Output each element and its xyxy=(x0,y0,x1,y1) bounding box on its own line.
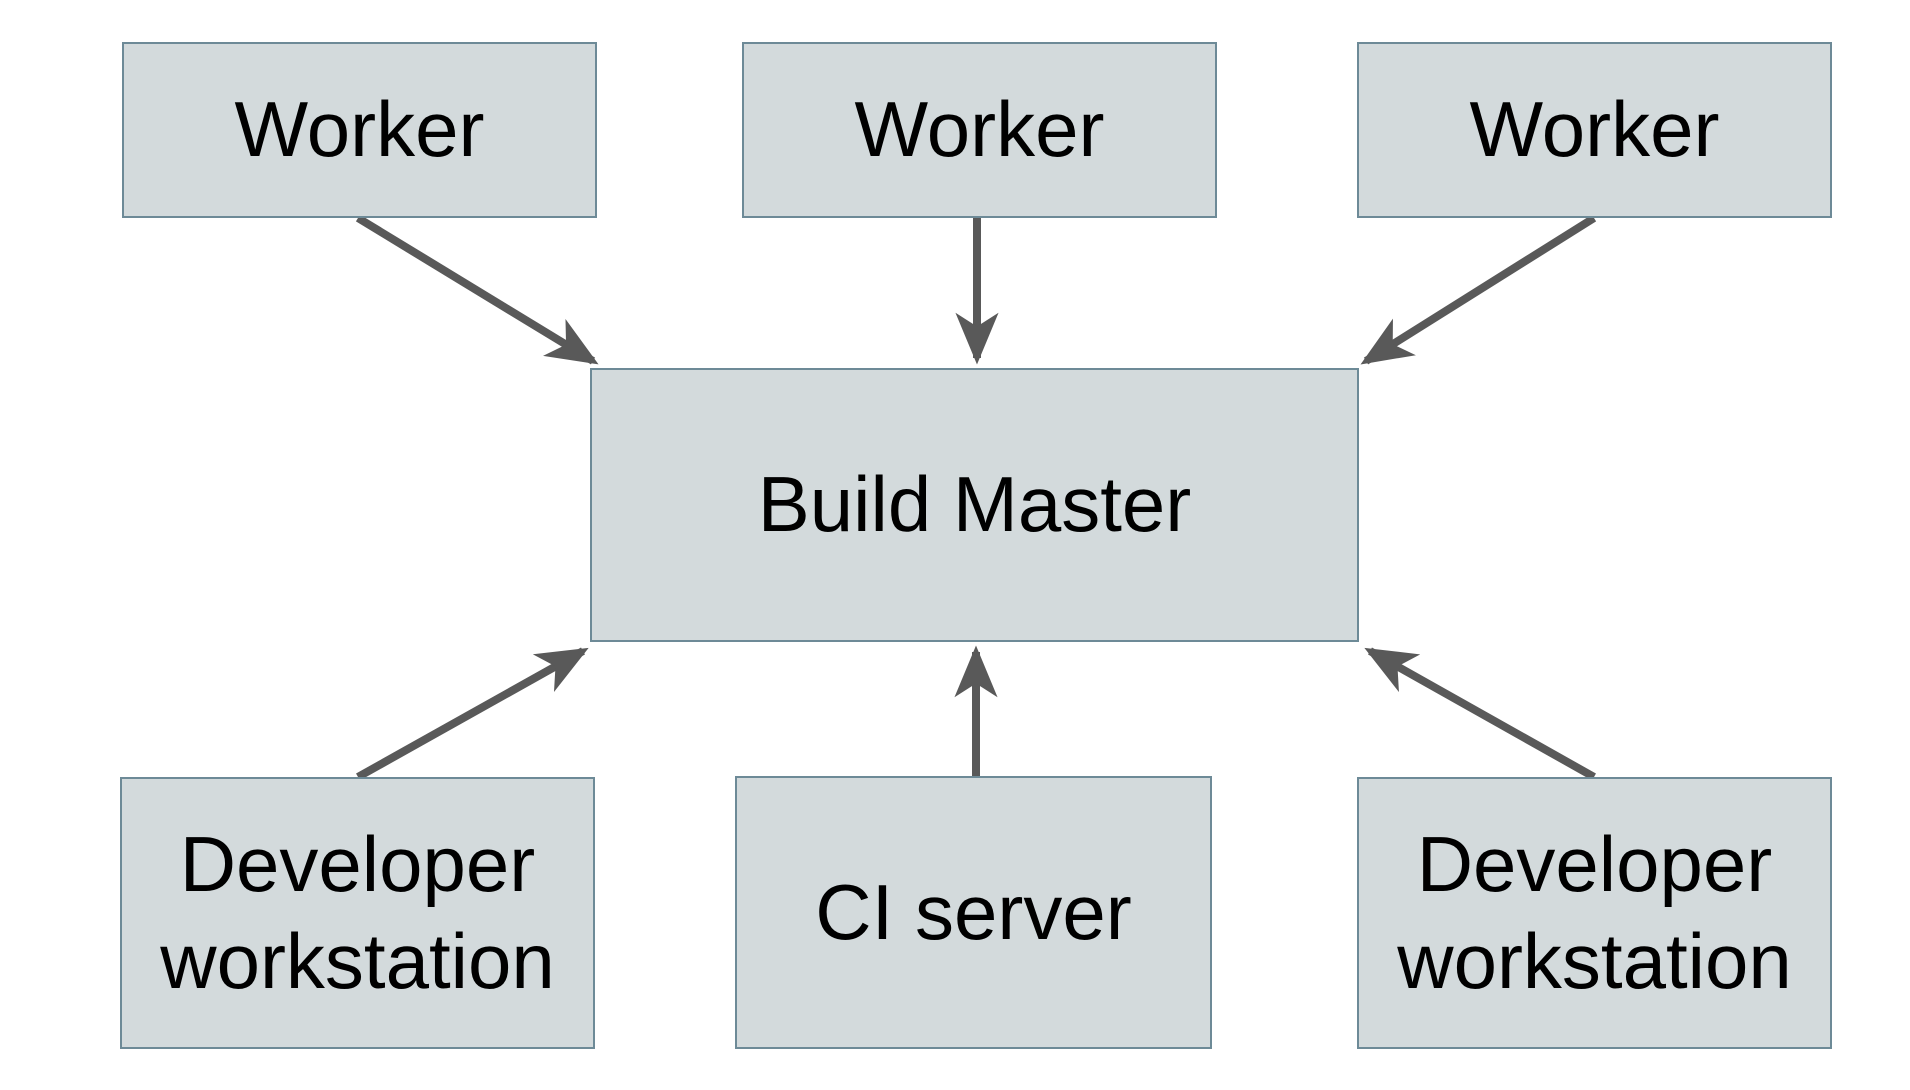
node-build-master-label: Build Master xyxy=(757,460,1192,549)
arrow-developer-workstation-right-to-build-master xyxy=(1364,647,1596,781)
node-build-master: Build Master xyxy=(590,368,1359,642)
node-worker-2: Worker xyxy=(742,42,1217,218)
node-ci-server-label: CI server xyxy=(815,867,1132,956)
node-developer-workstation-left: Developer workstation xyxy=(120,777,595,1049)
node-developer-workstation-right: Developer workstation xyxy=(1357,777,1832,1049)
node-developer-workstation-right-label: Developer workstation xyxy=(1397,819,1792,1006)
arrow-developer-workstation-left-to-build-master xyxy=(356,647,589,781)
node-worker-2-label: Worker xyxy=(854,85,1105,174)
node-worker-3: Worker xyxy=(1357,42,1832,218)
node-worker-1-label: Worker xyxy=(234,85,485,174)
node-worker-1: Worker xyxy=(122,42,597,218)
arrow-worker-1-to-build-master xyxy=(355,214,599,365)
node-ci-server: CI server xyxy=(735,776,1212,1049)
node-developer-workstation-left-label: Developer workstation xyxy=(160,819,555,1006)
node-worker-3-label: Worker xyxy=(1469,85,1720,174)
arrow-worker-3-to-build-master xyxy=(1360,214,1597,365)
